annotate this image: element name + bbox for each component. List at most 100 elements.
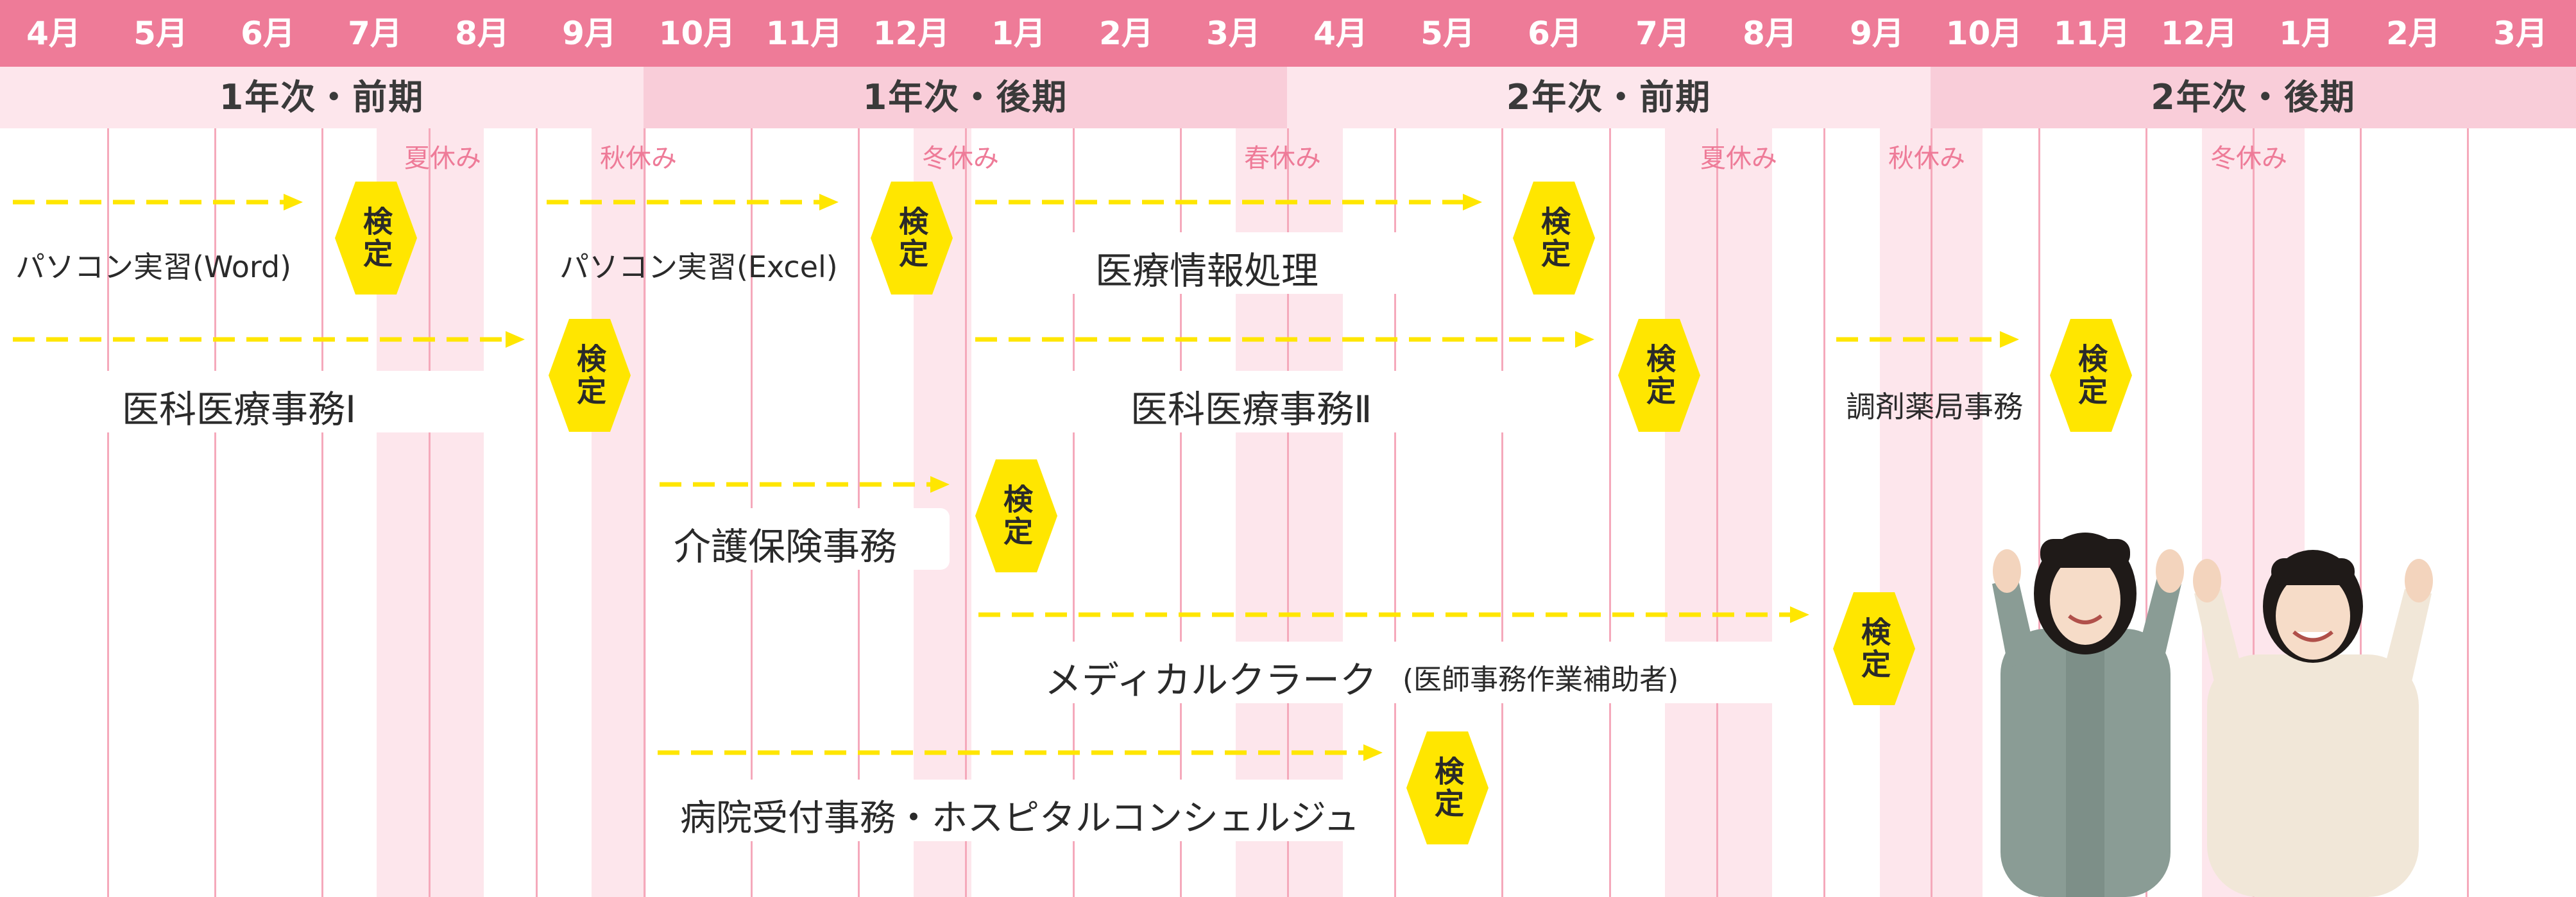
course-label-medical-clerk-note: (医師事務作業補助者) [1403,663,1679,696]
vacation-label-autumn-1: 秋休み [600,144,677,173]
course-box [19,371,525,432]
period-year2-first-half: 2年次・前期 [1287,67,1931,128]
month-label: 1月 [2279,15,2333,52]
grid-line [1287,128,1289,897]
vacation-band-summer-2 [1665,128,1772,897]
grid-line [429,128,431,897]
vacation-band-autumn-1 [592,128,646,897]
vacation-label-winter-1: 冬休み [922,144,999,173]
vacation-label-autumn-2: 秋休み [1888,144,1965,173]
grid-line [321,128,323,897]
month-label: 9月 [1850,15,1904,52]
month-label: 7月 [348,15,402,52]
exam-label: 検定 [572,343,607,407]
month-label: 5月 [1420,15,1475,52]
exam-hexagon [335,182,417,295]
grid-line [1180,128,1182,897]
exam-hexagon [1833,592,1915,705]
month-label: 12月 [873,15,950,52]
month-label: 11月 [765,15,843,52]
exam-label: 検定 [999,484,1034,548]
dashed-arrow-medical-clerk [978,606,1809,623]
grid-line [536,128,538,897]
grid-line [1716,128,1718,897]
month-label: 8月 [455,15,509,52]
course-label-medical-office-1: 医科医療事務Ⅰ [122,388,357,431]
exam-label: 検定 [2074,343,2108,407]
exam-label: 検定 [1430,756,1465,820]
month-label: 6月 [1528,15,1582,52]
exam-label: 検定 [1537,206,1571,270]
students-illustration [1992,533,2433,897]
month-label: 3月 [1206,15,1261,52]
exam-label: 検定 [1857,617,1891,681]
grid-line [1394,128,1396,897]
vacation-label-summer-1: 夏休み [404,144,481,173]
exam-hexagon [975,459,1057,572]
month-label: 4月 [1313,15,1368,52]
course-label-pc-excel: パソコン実習(Excel) [559,250,838,284]
grid-line [644,128,645,897]
course-label-hospital-reception: 病院受付事務・ホスピタルコンシェルジュ [680,798,1360,839]
exam-label: 検定 [359,206,393,270]
course-box [658,780,1383,841]
dashed-arrow-nursing-care [660,476,950,493]
month-label: 8月 [1743,15,1797,52]
student-illustration-left [1992,533,2184,897]
grid-line [2038,128,2040,897]
dashed-arrow-word [13,194,303,210]
period-year1-second-half: 1年次・後期 [644,67,1287,128]
grid-line [1073,128,1075,897]
exam-label: 検定 [894,206,929,270]
month-label: 2月 [2386,15,2441,52]
student-illustration-right [2193,550,2433,897]
month-label: 7月 [1635,15,1690,52]
month-label: 12月 [2160,15,2238,52]
month-label: 5月 [133,15,188,52]
period-year1-first-half: 1年次・前期 [0,67,644,128]
grid-line [2360,128,2362,897]
course-box [660,508,950,570]
month-label: 6月 [241,15,295,52]
vacation-label-winter-2: 冬休み [2210,144,2287,173]
grid-line [1501,128,1503,897]
grid-line [2253,128,2255,897]
month-label: 4月 [26,15,81,52]
course-label-medical-clerk: メディカルクラーク [1045,658,1377,702]
grid-line [1931,128,1932,897]
grid-line [214,128,216,897]
month-label: 9月 [562,15,617,52]
grid-line [2467,128,2469,897]
grid-line [965,128,967,897]
course-box [978,642,1807,703]
month-label: 2月 [1099,15,1154,52]
vacation-label-spring-1: 春休み [1244,144,1321,173]
course-label-medical-office-2: 医科医療事務Ⅱ [1130,388,1372,431]
course-label-pc-word: パソコン実習(Word) [15,250,292,284]
course-label-nursing-care: 介護保険事務 [674,525,898,568]
month-label: 10月 [658,15,736,52]
dashed-arrow-medical-info [975,194,1482,210]
course-label-pharmacy: 調剤薬局事務 [1846,389,2023,424]
month-label: 11月 [2053,15,2131,52]
exam-hexagon [549,319,631,432]
month-label: 10月 [1945,15,2023,52]
exam-label: 検定 [1642,343,1676,407]
exam-hexagon [1406,731,1488,844]
grid-line [1823,128,1825,897]
month-header-bar [0,0,2576,67]
course-label-medical-info: 医療情報処理 [1095,249,1319,293]
exam-hexagon [2050,319,2132,432]
course-box [975,232,1479,294]
dashed-arrow-pharmacy [1836,331,2019,348]
course-box [975,371,1588,432]
vacation-label-summer-2: 夏休み [1700,144,1777,173]
dashed-arrow-excel [547,194,839,210]
period-year2-second-half: 2年次・後期 [1931,67,2576,128]
dashed-arrow-hospital-reception [658,744,1383,761]
grid-line [1609,128,1611,897]
grid-line [107,128,109,897]
month-label: 3月 [2493,15,2548,52]
dashed-arrow-medical-office-2 [975,331,1594,348]
